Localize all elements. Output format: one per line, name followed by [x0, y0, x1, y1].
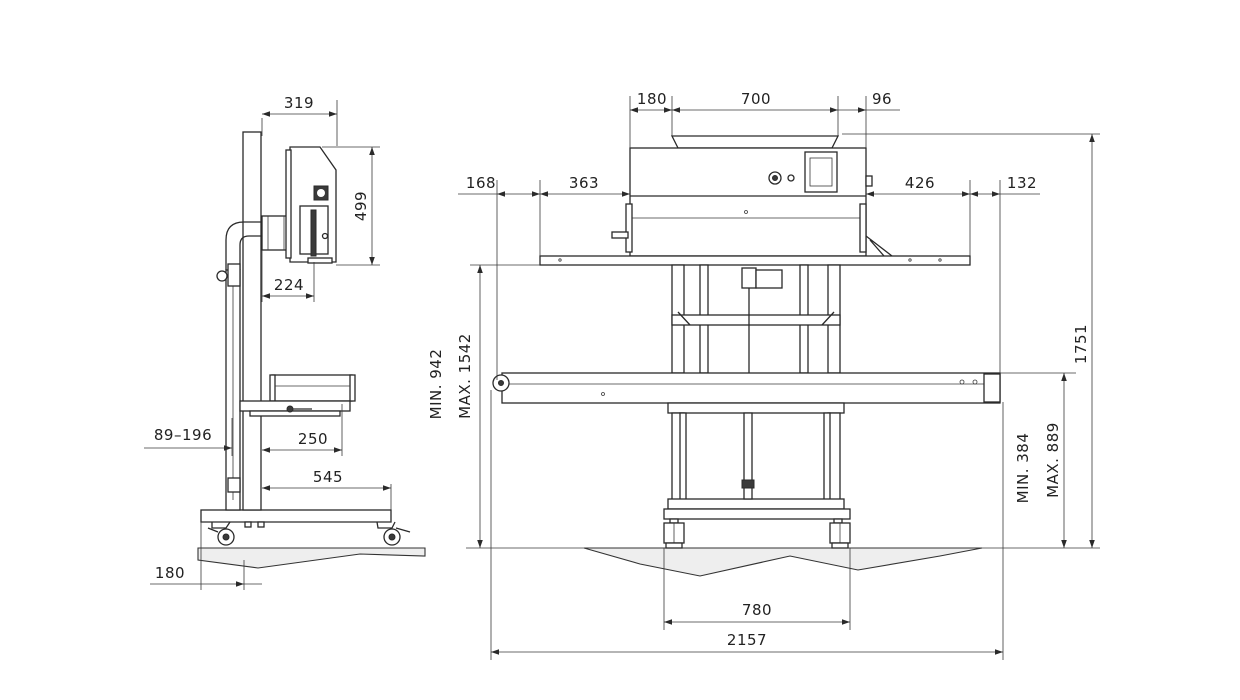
dim-side-base-width: 180	[155, 564, 185, 582]
side-base-plate	[200, 509, 392, 523]
caster-left	[207, 521, 235, 546]
dim-front-total-height: 1751	[1072, 324, 1090, 364]
front-upper-frame	[671, 264, 841, 374]
dim-front-total-length: 2157	[727, 631, 767, 649]
side-view: 319 499 224 89–196 250 545 180	[144, 94, 426, 590]
dim-front-table-right-inner: 426	[905, 174, 935, 192]
dim-side-head-height: 499	[352, 191, 370, 221]
front-lower-frame	[663, 402, 851, 549]
dim-front-table-left-outer: 168	[466, 174, 496, 192]
dim-front-left-extension: 180	[637, 90, 667, 108]
dim-side-top-width: 319	[284, 94, 314, 112]
side-conveyor	[239, 374, 356, 417]
caster-right	[376, 521, 411, 546]
dim-front-table-left-inner: 363	[569, 174, 599, 192]
dim-front-base-width: 780	[742, 601, 772, 619]
front-conveyor	[492, 372, 1001, 404]
dim-front-conveyor-height-min: MIN. 384	[1014, 433, 1032, 504]
dim-side-conveyor-reach: 250	[298, 430, 328, 448]
side-ground	[197, 547, 426, 569]
side-sealing-head	[261, 146, 337, 264]
front-ground	[583, 547, 983, 577]
dim-side-base-reach: 545	[313, 468, 343, 486]
front-table	[539, 255, 971, 266]
dim-side-head-offset: 224	[274, 276, 304, 294]
front-view: 180 700 96 168 363 426 132 MIN. 942 MAX.…	[427, 90, 1100, 660]
dim-front-right-extension: 96	[872, 90, 892, 108]
side-curved-pipe	[225, 221, 262, 270]
dim-front-table-height-max: MAX. 1542	[456, 333, 474, 419]
front-top-lid	[670, 135, 840, 149]
dim-front-head-width: 700	[741, 90, 771, 108]
side-main-column	[242, 131, 262, 511]
dim-front-table-height-min: MIN. 942	[427, 349, 445, 420]
dim-front-conveyor-height-max: MAX. 889	[1044, 422, 1062, 498]
dim-side-cross-adjust: 89–196	[154, 426, 212, 444]
dim-front-table-right-outer: 132	[1007, 174, 1037, 192]
